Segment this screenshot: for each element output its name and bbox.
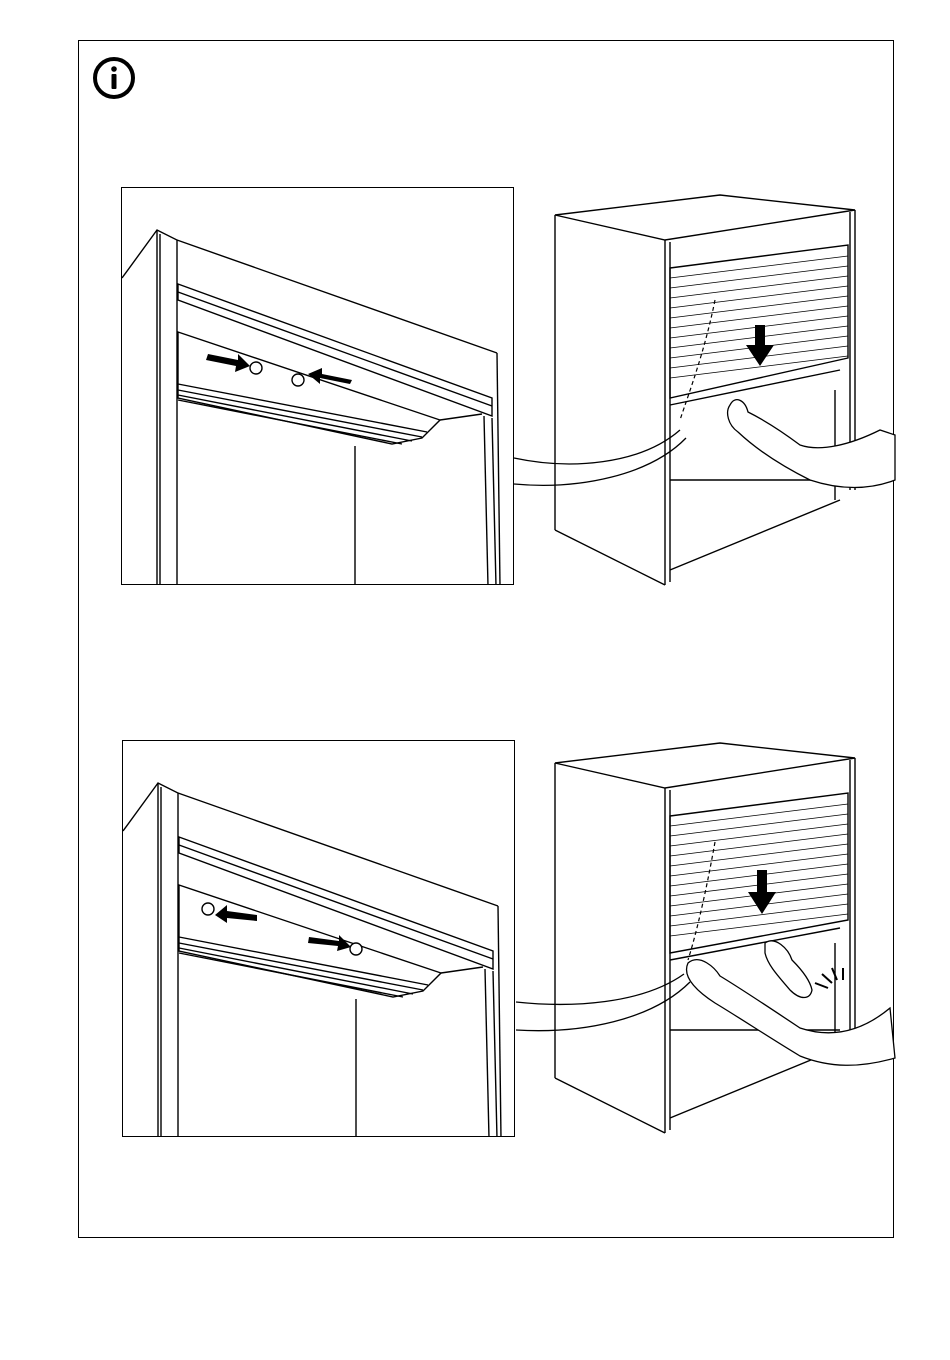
detail-view-step-1	[121, 187, 514, 585]
hand-icon	[687, 941, 895, 1065]
detail-view-step-2	[122, 740, 515, 1137]
arrow-icon	[206, 354, 352, 384]
arrow-icon	[215, 905, 351, 951]
cabinet-illustration-step-2	[510, 738, 900, 1138]
info-circle-icon	[92, 56, 136, 100]
arrow-icon	[748, 870, 776, 914]
cabinet-illustration-step-1	[510, 190, 900, 590]
arrow-icon	[746, 325, 774, 366]
hand-icon	[728, 400, 895, 488]
